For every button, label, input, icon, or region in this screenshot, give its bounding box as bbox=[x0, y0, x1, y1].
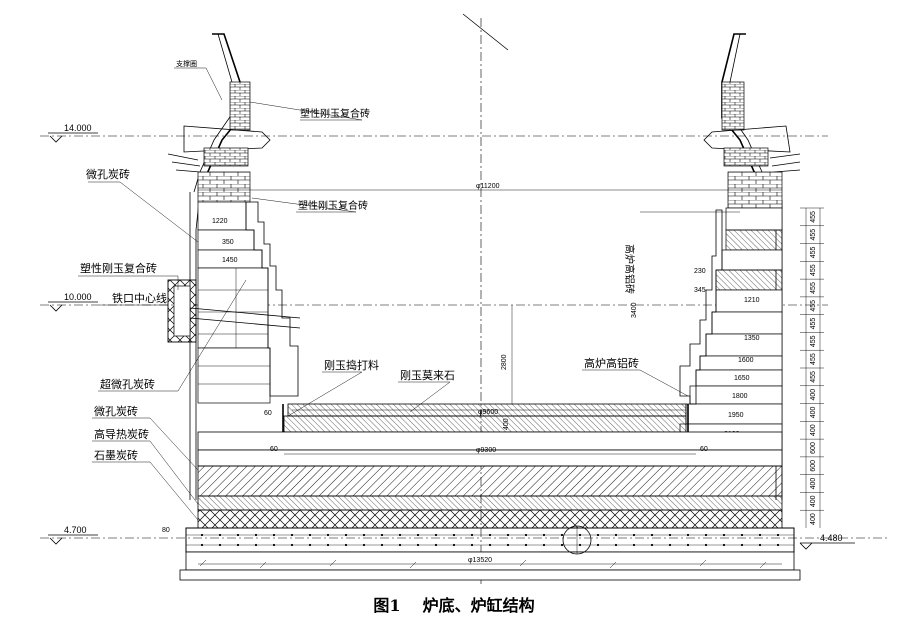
label-high-alumina: 高炉高铝砖 bbox=[584, 356, 639, 370]
height-dim-16: 400 bbox=[810, 495, 817, 507]
diameter-dimensions: φ11200 φ9600 φ9300 60 60 60 80 φ13520 28… bbox=[162, 183, 782, 565]
height-dim-15: 400 bbox=[810, 478, 817, 490]
height-dim-4: 455 bbox=[810, 282, 817, 294]
height-dim-14: 600 bbox=[810, 460, 817, 472]
break-mark bbox=[462, 13, 509, 51]
left-hearth-wall: 1220 350 1450 bbox=[167, 171, 301, 404]
label-corundum-ramming: 刚玉捣打料 bbox=[324, 358, 379, 372]
dim-right-345: 345 bbox=[694, 287, 706, 294]
elevation-marker-top: 14.000 bbox=[48, 123, 98, 143]
dim-left-1450: 1450 bbox=[222, 257, 238, 264]
height-dim-7: 455 bbox=[810, 335, 817, 347]
dim-right-step-3: 1650 bbox=[734, 375, 750, 382]
elevation-top-text: 14.000 bbox=[64, 123, 92, 133]
dim-left-350: 350 bbox=[222, 239, 234, 246]
height-dim-1: 455 bbox=[810, 229, 817, 241]
dim-left-60a: 60 bbox=[264, 410, 272, 417]
height-dim-3: 455 bbox=[810, 264, 817, 276]
height-dim-5: 455 bbox=[810, 300, 817, 312]
figure-caption: 图1 炉底、炉缸结构 bbox=[0, 592, 908, 616]
elevation-marker-bottom-right: 4.480 bbox=[799, 533, 855, 550]
label-tap-centerline: 铁口中心线 bbox=[112, 291, 167, 305]
elevation-marker-tap: 10.000 bbox=[48, 292, 98, 312]
dim-right-step-2: 1600 bbox=[738, 357, 754, 364]
height-dim-9: 455 bbox=[810, 371, 817, 383]
dim-right-step-0: 1210 bbox=[744, 297, 760, 304]
elevation-bottom-left-text: 4.700 bbox=[64, 525, 87, 535]
elevation-tap-text: 10.000 bbox=[64, 292, 92, 302]
height-dim-10: 400 bbox=[810, 389, 817, 401]
dim-hearth-diameter: φ11200 bbox=[476, 183, 500, 190]
label-high-conductivity: 高导热炭砖 bbox=[94, 427, 149, 441]
label-graphite: 石墨炭砖 bbox=[94, 448, 138, 462]
right-hearth-wall: 230 345 1210 1350 1600 1650 1800 1950 21… bbox=[679, 171, 783, 445]
dim-left-1220: 1220 bbox=[212, 218, 228, 225]
dim-left-80: 80 bbox=[162, 527, 170, 534]
dim-lower-diameter: φ9300 bbox=[476, 447, 496, 454]
dim-right-step-5: 1950 bbox=[728, 412, 744, 419]
height-dim-11: 400 bbox=[810, 407, 817, 419]
label-super-micropore: 超微孔炭砖 bbox=[100, 377, 155, 391]
label-composite-left: 塑性刚玉复合砖 bbox=[80, 261, 157, 275]
height-dim-17: 400 bbox=[810, 513, 817, 525]
elevation-bottom-right-text: 4.480 bbox=[820, 533, 843, 543]
label-micropore-upper: 微孔炭砖 bbox=[86, 167, 130, 181]
height-dim-8: 455 bbox=[810, 353, 817, 365]
dim-left-60b: 60 bbox=[270, 446, 278, 453]
dim-pad-diameter: φ9600 bbox=[478, 409, 498, 416]
height-dim-12: 400 bbox=[810, 424, 817, 436]
dim-right-step-1: 1350 bbox=[744, 335, 760, 342]
dim-height-2800: 2800 bbox=[501, 354, 508, 370]
dim-right-60: 60 bbox=[700, 446, 708, 453]
elevation-marker-bottom-left: 4.700 bbox=[48, 525, 98, 545]
dim-bottom-diameter: φ13520 bbox=[468, 557, 492, 564]
leader-lines bbox=[78, 67, 740, 521]
hearth-bottom-layers bbox=[179, 431, 801, 581]
height-dim-13: 600 bbox=[810, 442, 817, 454]
dim-400: 400 bbox=[503, 418, 510, 430]
right-height-dimension-chain: 455 455 455 455 455 455 455 455 455 455 400 400 400 6… bbox=[800, 207, 824, 528]
dim-right-230: 230 bbox=[694, 268, 706, 275]
label-composite-mid: 塑性刚玉复合砖 bbox=[298, 199, 368, 212]
label-micropore: 微孔炭砖 bbox=[94, 404, 138, 418]
caption-number: 图1 bbox=[373, 596, 401, 615]
height-dim-0: 455 bbox=[810, 211, 817, 223]
label-corundum-mullite: 刚玉莫来石 bbox=[400, 369, 455, 382]
label-composite-top: 塑性刚玉复合砖 bbox=[300, 107, 370, 120]
label-right-vertical: 高炉高铝砖 bbox=[623, 244, 636, 294]
dim-3400: 3400 bbox=[631, 302, 638, 318]
height-dim-6: 455 bbox=[810, 318, 817, 330]
label-ring-note: 支撑圈 bbox=[176, 59, 197, 68]
height-dim-2: 455 bbox=[810, 247, 817, 259]
dim-right-step-4: 1800 bbox=[732, 393, 748, 400]
caption-title: 炉底、炉缸结构 bbox=[422, 596, 535, 615]
